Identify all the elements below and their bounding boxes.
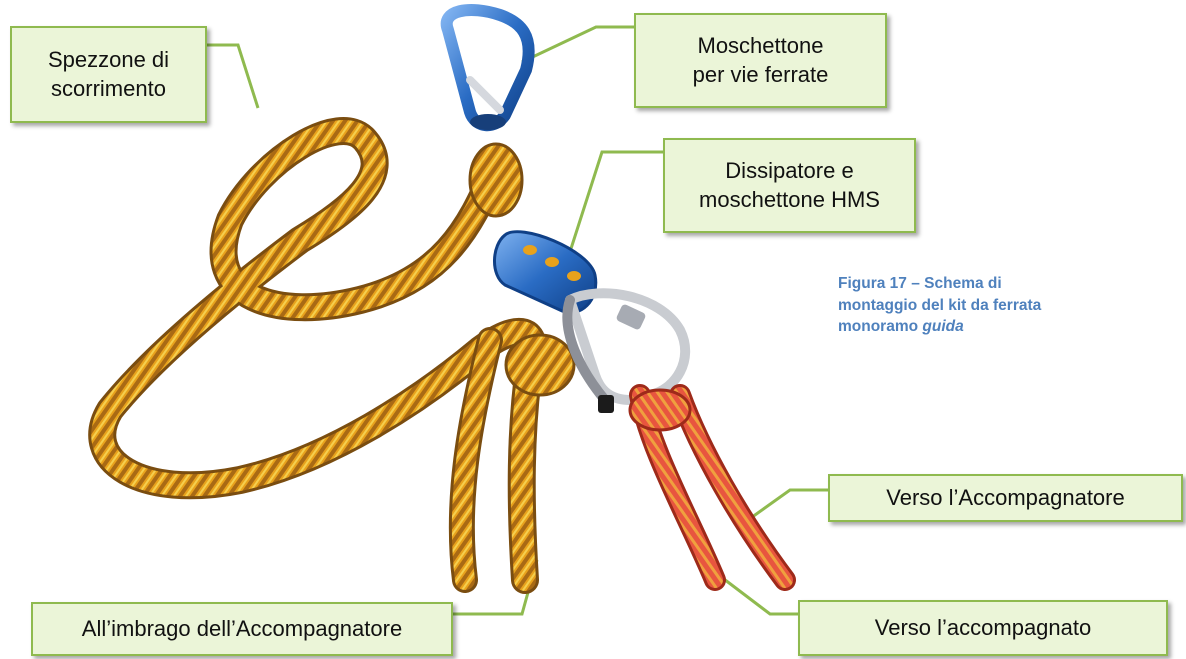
caption-line-3-prefix: monoramo [838, 318, 922, 335]
callout-dissipatore-hms: Dissipatore e moschettone HMS [663, 138, 916, 233]
callout-imbrago-accompagnatore: All’imbrago dell’Accompagnatore [31, 602, 453, 656]
red-rope [630, 390, 785, 580]
ferrata-carabiner [447, 10, 529, 130]
callout-verso-accompagnatore: Verso l’Accompagnatore [828, 474, 1183, 522]
caption-line-2: montaggio del kit da ferrata [838, 295, 1184, 317]
callout-moschettone-vie-ferrate: Moschettone per vie ferrate [634, 13, 887, 108]
red-knot [630, 390, 690, 430]
lower-knot [506, 335, 574, 395]
callout-verso-accompagnato: Verso l’accompagnato [798, 600, 1168, 656]
upper-knot [470, 144, 522, 216]
caption-line-1: Figura 17 – Schema di [838, 273, 1184, 295]
figure-caption: Figura 17 – Schema di montaggio del kit … [838, 273, 1184, 338]
caption-line-3: monoramo guida [838, 316, 1184, 338]
caption-line-3-italic: guida [922, 318, 963, 335]
connector-spezzone [207, 45, 258, 108]
yellow-rope [102, 131, 574, 580]
connector-moschettone [522, 27, 634, 62]
callout-spezzone-di-scorrimento: Spezzone di scorrimento [10, 26, 207, 123]
connector-dissipatore [568, 152, 663, 258]
connector-verso-acc [748, 490, 828, 520]
